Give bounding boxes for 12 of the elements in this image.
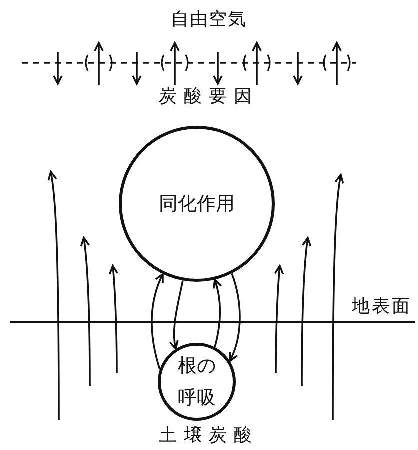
process-circle [119, 126, 275, 282]
node-label: 同化作用 [159, 192, 235, 217]
arrow [170, 280, 184, 350]
arrow [212, 279, 222, 348]
text-label: 土壌炭酸 [159, 427, 259, 445]
node-label: 根の呼吸 [177, 354, 217, 411]
arrow [228, 273, 241, 362]
text-label: 地表面 [352, 298, 412, 316]
arrow [151, 273, 164, 370]
process-circle [158, 343, 236, 421]
text-label: 自由空気 [171, 11, 247, 29]
text-label: 炭酸要因 [159, 88, 259, 106]
